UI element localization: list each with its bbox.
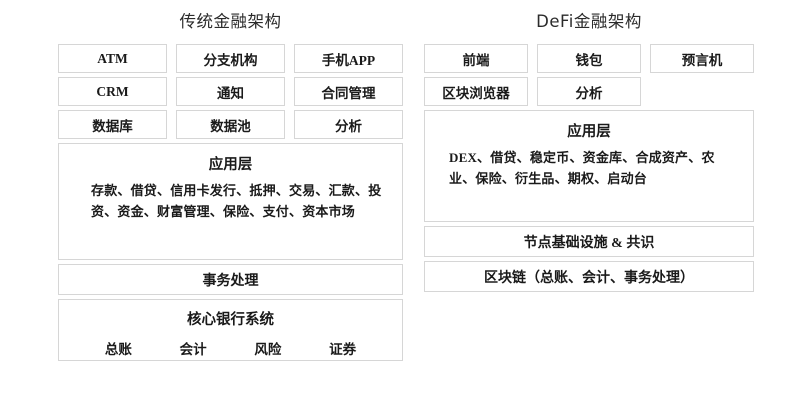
traditional-architecture-column: ATM 分支机构 手机APP CRM 通知 合同管理 数据库 数据池 分析 应用… <box>58 44 403 361</box>
core-item-risk: 风险 <box>254 342 282 357</box>
box-mobile-app[interactable]: 手机APP <box>294 44 403 73</box>
box-database[interactable]: 数据库 <box>58 110 167 139</box>
box-branch[interactable]: 分支机构 <box>176 44 285 73</box>
core-banking-system-panel[interactable]: 核心银行系统 总账 会计 风险 证券 <box>58 299 403 361</box>
box-analytics[interactable]: 分析 <box>294 110 403 139</box>
box-crm[interactable]: CRM <box>58 77 167 106</box>
defi-application-layer-body: DEX、借贷、稳定币、资金库、合成资产、农业、保险、衍生品、期权、启动台 <box>449 150 715 187</box>
box-contract-management[interactable]: 合同管理 <box>294 77 403 106</box>
core-item-general-ledger: 总账 <box>104 342 132 357</box>
traditional-column-title: 传统金融架构 <box>179 12 282 31</box>
traditional-channel-row-2: CRM 通知 合同管理 <box>58 77 403 106</box>
defi-blockchain-bar[interactable]: 区块链（总账、会计、事务处理） <box>424 261 754 292</box>
box-data-lake[interactable]: 数据池 <box>176 110 285 139</box>
box-block-explorer[interactable]: 区块浏览器 <box>424 77 528 106</box>
defi-application-layer-title: 应用层 <box>567 124 611 140</box>
traditional-application-layer-panel[interactable]: 应用层 存款、借贷、信用卡发行、抵押、交易、汇款、投资、资金、财富管理、保险、支… <box>58 143 403 260</box>
box-defi-analytics[interactable]: 分析 <box>537 77 641 106</box>
core-item-securities: 证券 <box>329 342 357 357</box>
box-wallet[interactable]: 钱包 <box>537 44 641 73</box>
traditional-channel-row-1: ATM 分支机构 手机APP <box>58 44 403 73</box>
defi-architecture-column: 前端 钱包 预言机 区块浏览器 分析 应用层 DEX、借贷、稳定币、资金库、合成… <box>424 44 754 296</box>
box-notification[interactable]: 通知 <box>176 77 285 106</box>
defi-column-title: DeFi金融架构 <box>536 12 642 31</box>
traditional-application-layer-body: 存款、借贷、信用卡发行、抵押、交易、汇款、投资、资金、财富管理、保险、支付、资本… <box>91 183 382 220</box>
box-frontend[interactable]: 前端 <box>424 44 528 73</box>
defi-channel-row-2: 区块浏览器 分析 <box>424 77 754 106</box>
defi-application-layer-panel[interactable]: 应用层 DEX、借贷、稳定币、资金库、合成资产、农业、保险、衍生品、期权、启动台 <box>424 110 754 222</box>
traditional-channel-row-3: 数据库 数据池 分析 <box>58 110 403 139</box>
defi-channel-row-1: 前端 钱包 预言机 <box>424 44 754 73</box>
core-banking-system-title: 核心银行系统 <box>187 312 274 328</box>
box-atm[interactable]: ATM <box>58 44 167 73</box>
core-banking-system-items: 总账 会计 风险 证券 <box>59 338 402 358</box>
core-item-accounting: 会计 <box>179 342 207 357</box>
traditional-transaction-processing-bar[interactable]: 事务处理 <box>58 264 403 295</box>
defi-node-infrastructure-bar[interactable]: 节点基础设施 & 共识 <box>424 226 754 257</box>
traditional-application-layer-title: 应用层 <box>208 157 253 173</box>
box-oracle[interactable]: 预言机 <box>650 44 754 73</box>
